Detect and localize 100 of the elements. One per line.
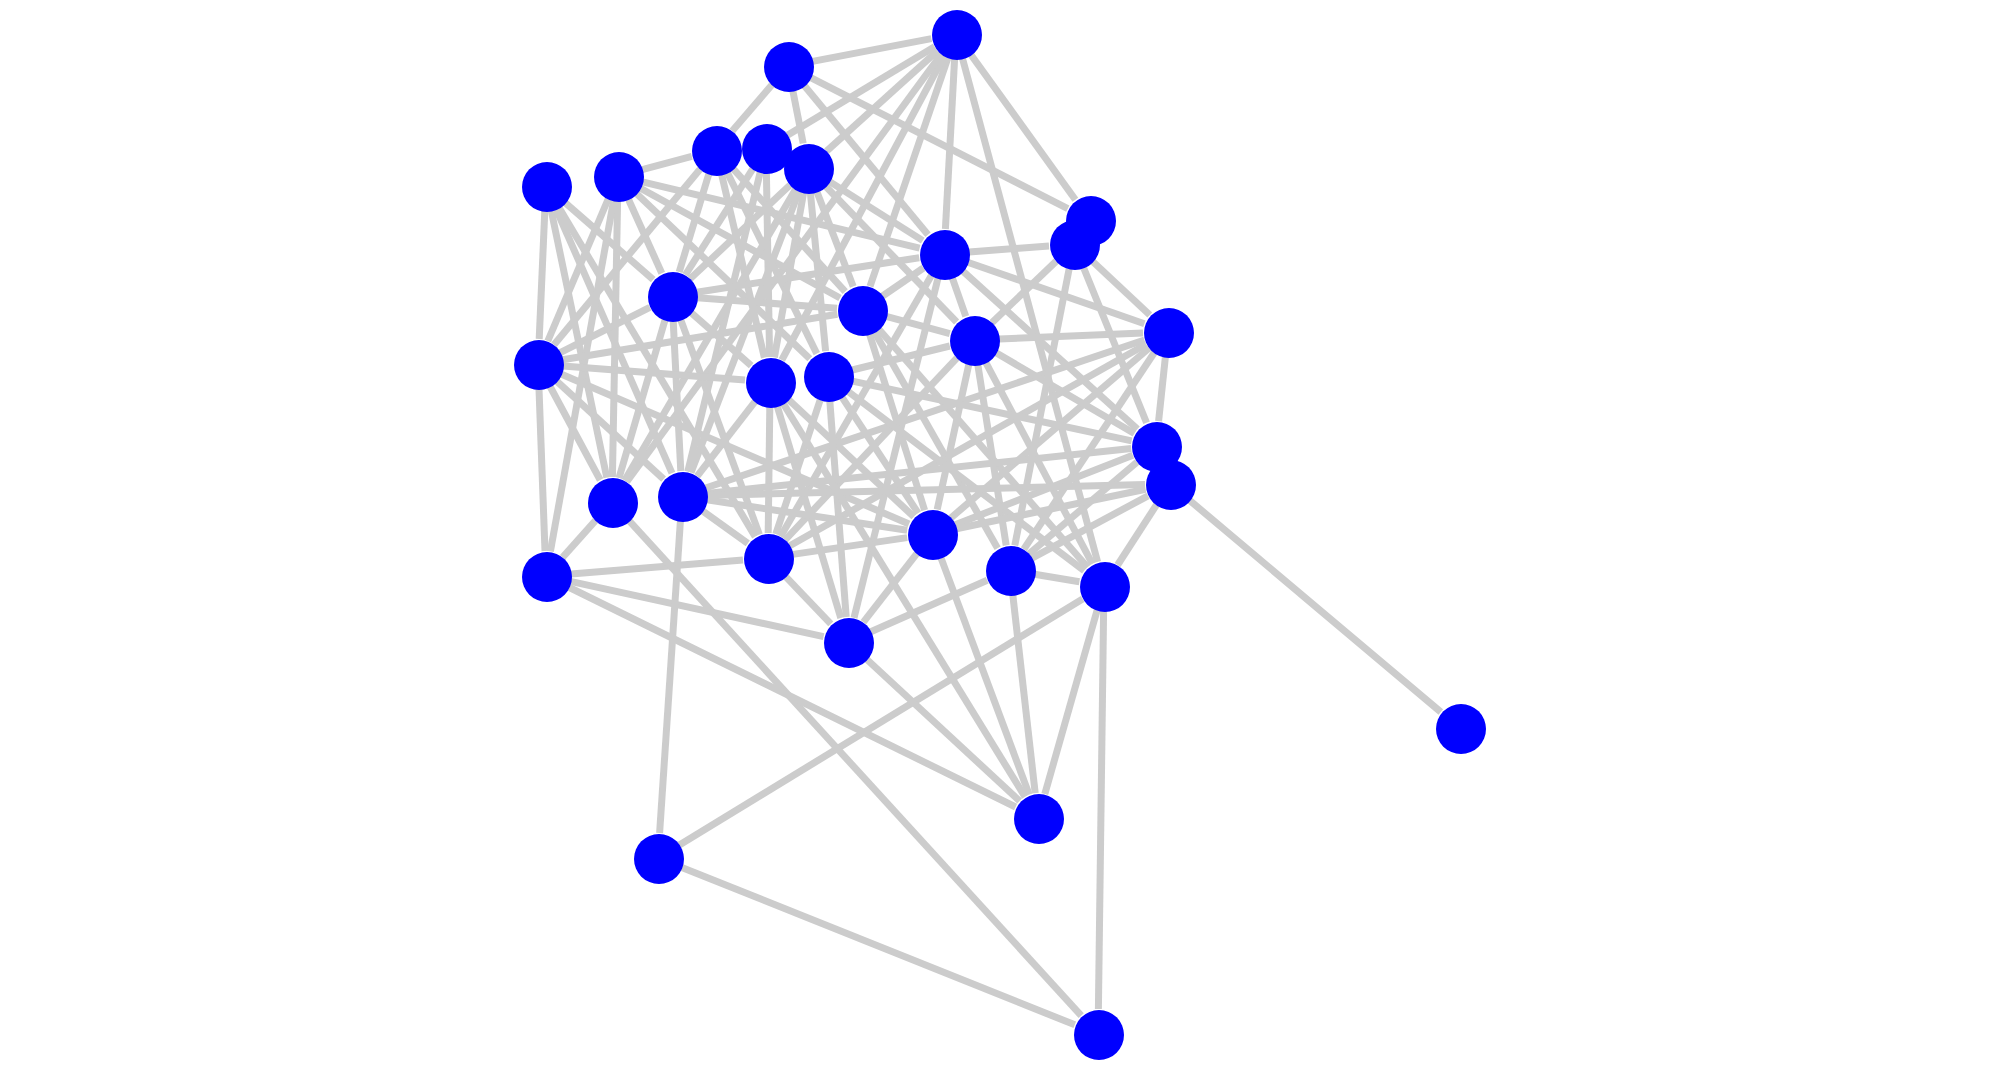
edge-line (960, 268, 1140, 432)
edge-line (669, 320, 685, 472)
edge-line (694, 399, 758, 479)
edge-line (554, 378, 666, 482)
edge-line (625, 197, 665, 275)
edge-line (770, 192, 808, 358)
edge-line (885, 313, 951, 337)
edge-line (1026, 459, 1140, 557)
edge-line (808, 74, 1070, 212)
edge-line (813, 190, 857, 288)
edge-line (677, 318, 763, 536)
edge-line (764, 406, 774, 534)
edge-line (638, 184, 842, 302)
edge-line (782, 573, 834, 627)
edge-line (864, 656, 1022, 804)
edge-line (687, 182, 793, 282)
edge-line (967, 52, 1079, 202)
edge-line (1009, 594, 1039, 794)
edge-line (729, 82, 775, 134)
edge-line (875, 326, 1091, 570)
edge-line (562, 310, 838, 364)
edge-line (941, 58, 959, 230)
edge-line (1030, 492, 1150, 562)
edge-line (677, 596, 1085, 848)
edge-line (866, 332, 928, 512)
edge-line (826, 400, 850, 618)
edge-line (544, 197, 612, 343)
edge-line (762, 172, 774, 358)
edge-line (1041, 609, 1101, 795)
edge-line (688, 309, 754, 369)
edge-line (955, 485, 1147, 533)
edge-line (558, 304, 652, 356)
edge-line (562, 199, 656, 283)
edge-line (1186, 497, 1444, 715)
edge-line (706, 445, 1132, 497)
edge-line (851, 342, 951, 374)
edge-line (773, 405, 845, 619)
edge-line (871, 330, 1001, 550)
edge-line (851, 377, 1133, 445)
edge-line (615, 319, 669, 479)
edge-line (869, 577, 989, 635)
edge-line (989, 258, 1059, 326)
edge-line (866, 56, 952, 288)
edge-line (535, 388, 549, 552)
edge-line (806, 192, 830, 352)
edge-line (608, 200, 622, 478)
edge-line (687, 190, 803, 474)
edge-line (656, 520, 684, 834)
edge-line (838, 394, 922, 516)
edge-line (880, 265, 926, 299)
edge-line (778, 54, 948, 362)
edge-line (933, 363, 973, 511)
edge-line (845, 388, 1087, 574)
edge-line (546, 199, 618, 553)
edge-line (993, 349, 1137, 437)
edge-line (641, 178, 921, 252)
edge-line (785, 396, 917, 520)
edge-line (860, 551, 920, 625)
edge-line (551, 166, 703, 348)
edge-line (624, 52, 944, 484)
edge-line (1094, 610, 1108, 1010)
edge-line (982, 360, 1096, 566)
edge-line (1080, 265, 1150, 425)
edge-line (621, 187, 799, 483)
edge-line (780, 401, 1028, 799)
edge-line (1011, 267, 1073, 547)
edge-line (789, 89, 807, 145)
edge-line (801, 82, 931, 238)
edge-line (555, 205, 759, 539)
edge-line (718, 173, 768, 359)
edge-line (850, 277, 942, 619)
edge-line (777, 273, 935, 539)
edge-line (998, 329, 1144, 343)
edge-line (1034, 570, 1080, 586)
edge-line (730, 166, 848, 294)
edge-line (772, 398, 824, 536)
edge-line (569, 577, 825, 641)
edge-line (959, 57, 1101, 563)
edge-line (566, 583, 1018, 811)
edge-line (792, 534, 908, 558)
edge-line (546, 384, 604, 482)
edge-line (547, 209, 611, 479)
edge-line (1114, 503, 1160, 567)
edge-line (827, 178, 925, 244)
edge-line (785, 43, 937, 139)
edge-line (953, 451, 1135, 529)
edge-line (700, 507, 750, 547)
edge-line (1155, 356, 1169, 422)
edge-line (704, 336, 1146, 492)
edge-line (822, 183, 960, 325)
edge-line (675, 173, 713, 273)
edge-line (682, 167, 756, 277)
edge-line (641, 153, 693, 173)
edge-line (811, 35, 933, 65)
edge-line (937, 556, 1033, 796)
edge-line (1020, 350, 1158, 552)
edge-line (559, 370, 911, 528)
edge-line (1089, 258, 1153, 318)
edge-line (626, 518, 1084, 1018)
edge-line (560, 518, 598, 560)
